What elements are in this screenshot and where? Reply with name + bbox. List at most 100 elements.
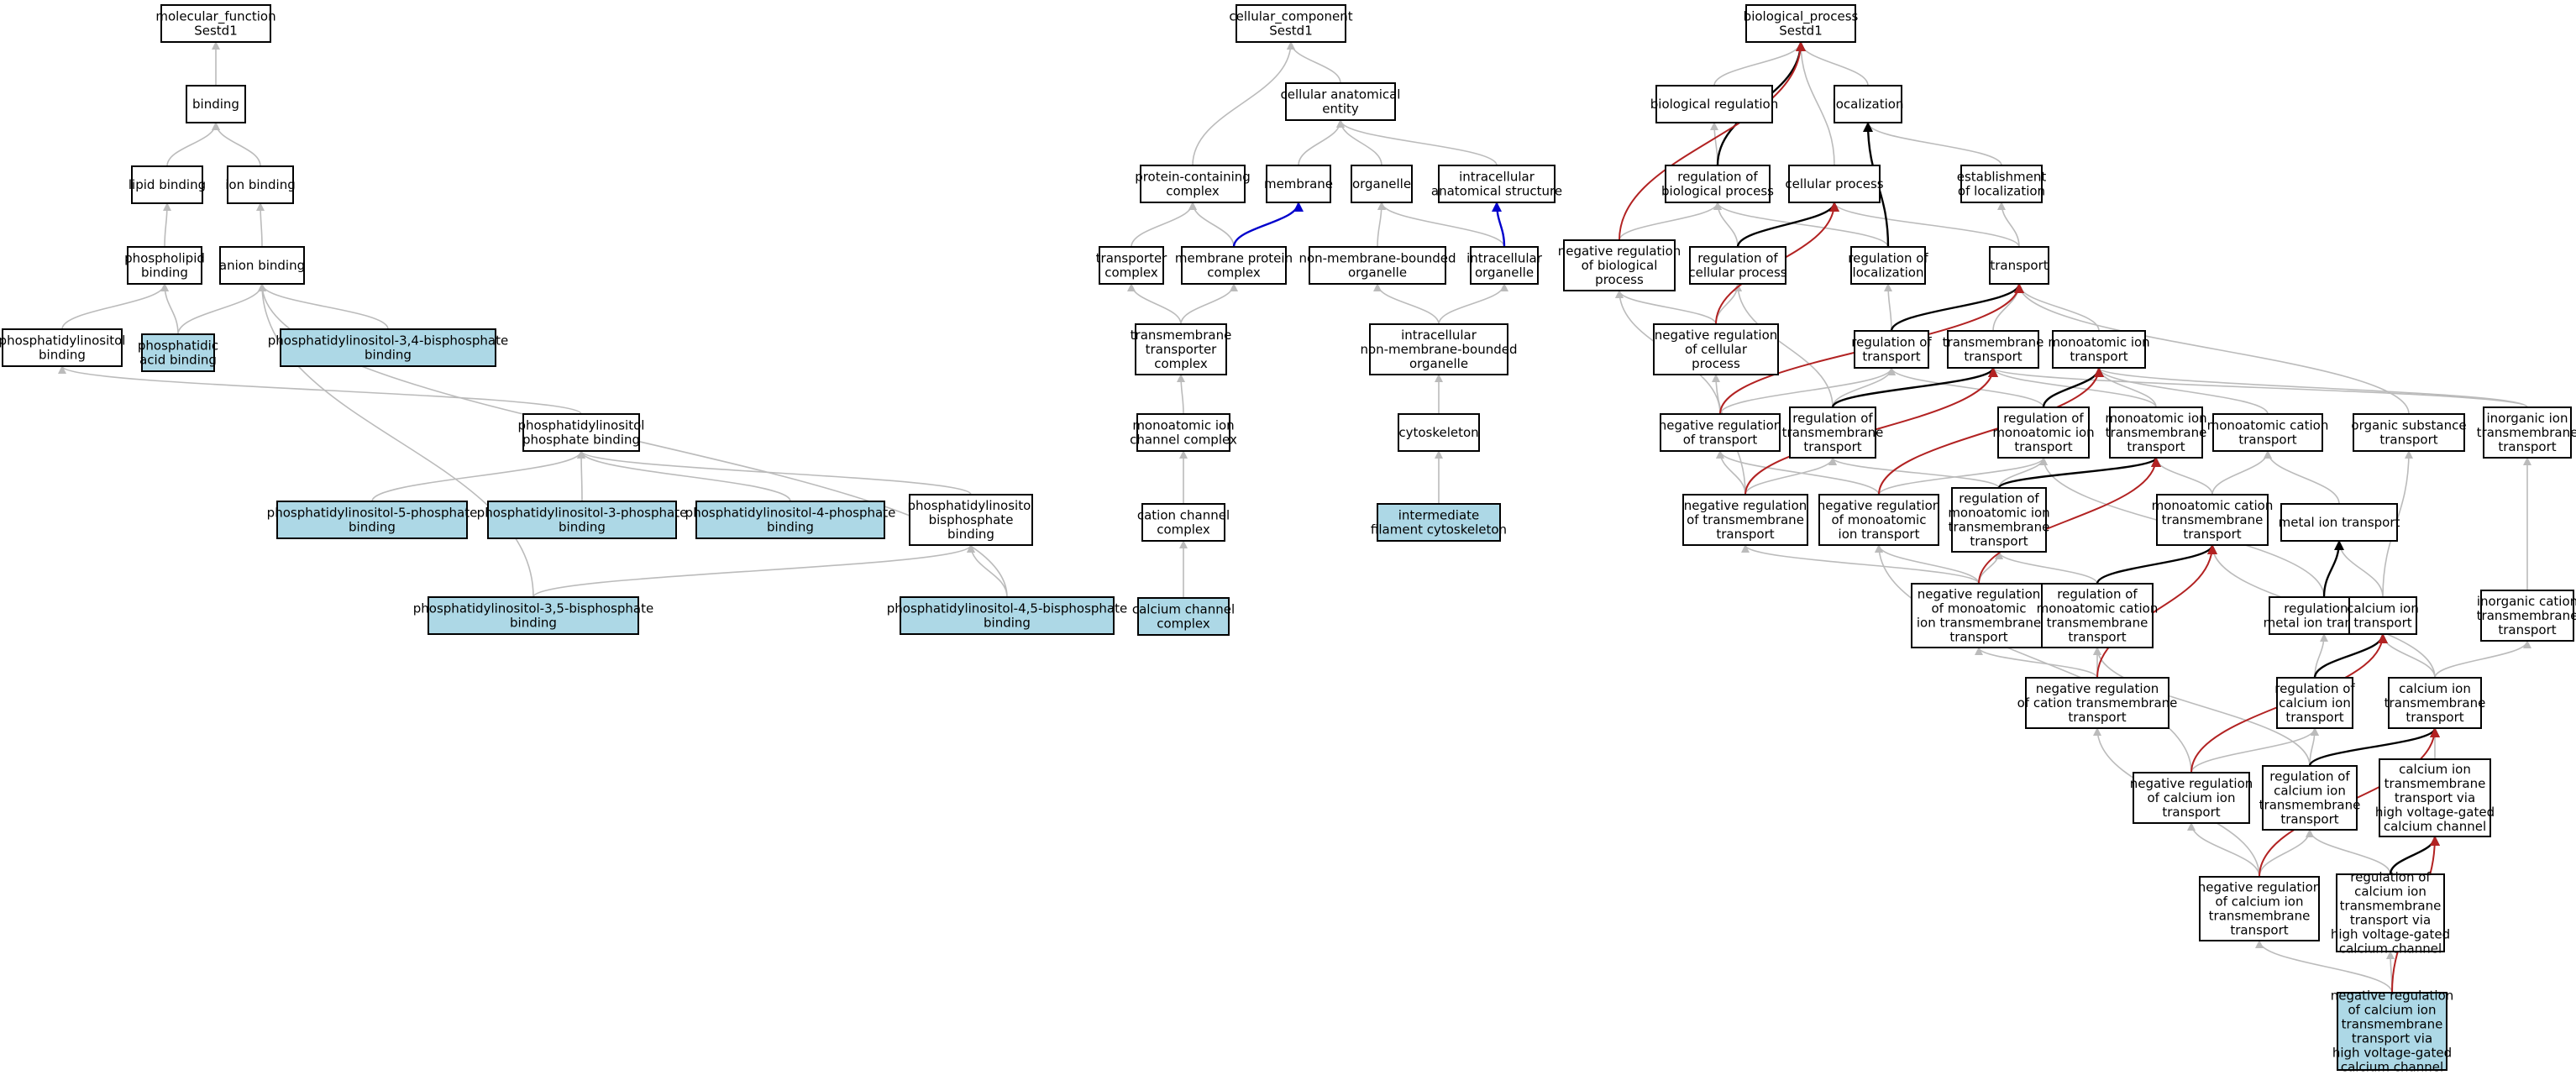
term-node-transport[interactable]: transport	[1989, 246, 2049, 285]
term-node-cyto[interactable]: cytoskeleton	[1398, 413, 1480, 452]
term-node-pi34[interactable]: phosphatidylinositol-3,4-bisphosphatebin…	[268, 328, 508, 367]
edge-is-a-cit-to-mion	[2335, 540, 2384, 598]
term-label-line: transmembrane	[2259, 798, 2361, 813]
edge-part-of-mpc-to-membrane	[1232, 202, 1304, 248]
edge-is-a-pibis-to-pip	[577, 450, 972, 496]
edge-is-a-rcitt-to-rmctt	[2093, 647, 2311, 767]
term-box	[1788, 165, 1881, 203]
term-node-loc[interactable]: localization	[1833, 85, 1904, 123]
term-node-pi45[interactable]: phosphatidylinositol-4,5-bisphosphatebin…	[887, 596, 1127, 635]
term-node-binding[interactable]: binding	[186, 85, 246, 123]
term-label-line: phosphatidylinositol-3-phosphate	[477, 506, 688, 521]
term-label-line: of calcium ion	[2148, 790, 2236, 805]
term-label-line: biological regulation	[1650, 97, 1778, 112]
term-node-pi35[interactable]: phosphatidylinositol-3,5-bisphosphatebin…	[413, 596, 653, 635]
edge-is-a-anion-to-ion	[256, 202, 265, 248]
edge-is-a-membrane-to-cae	[1298, 119, 1345, 166]
term-node-mion[interactable]: metal ion transport	[2279, 503, 2400, 542]
edge-is-a-mit-to-transport	[2015, 283, 2100, 332]
term-label-line: binding	[349, 520, 396, 535]
term-node-organelle[interactable]: organelle	[1351, 165, 1413, 203]
term-label-line: negative regulation	[1558, 244, 1681, 259]
term-node-breg[interactable]: biological regulation	[1650, 85, 1778, 123]
edge-is-a-eol-to-loc	[1864, 122, 2002, 166]
term-label-line: regulation of	[1959, 491, 2039, 506]
term-node-ion[interactable]: ion binding	[225, 165, 296, 204]
term-label-line: transmembrane	[2209, 909, 2311, 924]
edge-is-a-iitt-to-mit	[2095, 367, 2528, 408]
term-box	[1369, 323, 1508, 375]
term-box	[1911, 583, 2047, 648]
term-node-cp[interactable]: cellular process	[1785, 165, 1884, 203]
edge-is-a-rmctt-to-rmitt	[1995, 551, 2098, 585]
edge-negatively-regulates-nrmit-to-mit	[1878, 367, 2104, 496]
term-box	[160, 4, 271, 43]
term-box	[2483, 406, 2572, 459]
term-node-membrane[interactable]: membrane	[1264, 165, 1333, 203]
term-node-inmbo[interactable]: intracellularnon-membrane-boundedorganel…	[1360, 323, 1518, 375]
term-label-line: transport	[2498, 622, 2556, 637]
edge-is-a-pi5-to-pip	[371, 450, 585, 502]
term-node-anion[interactable]: anion binding	[219, 246, 305, 285]
term-label-line: acid binding	[139, 353, 217, 368]
term-label-line: regulation of	[2284, 601, 2364, 616]
term-node-lipid[interactable]: lipid binding	[129, 165, 206, 204]
